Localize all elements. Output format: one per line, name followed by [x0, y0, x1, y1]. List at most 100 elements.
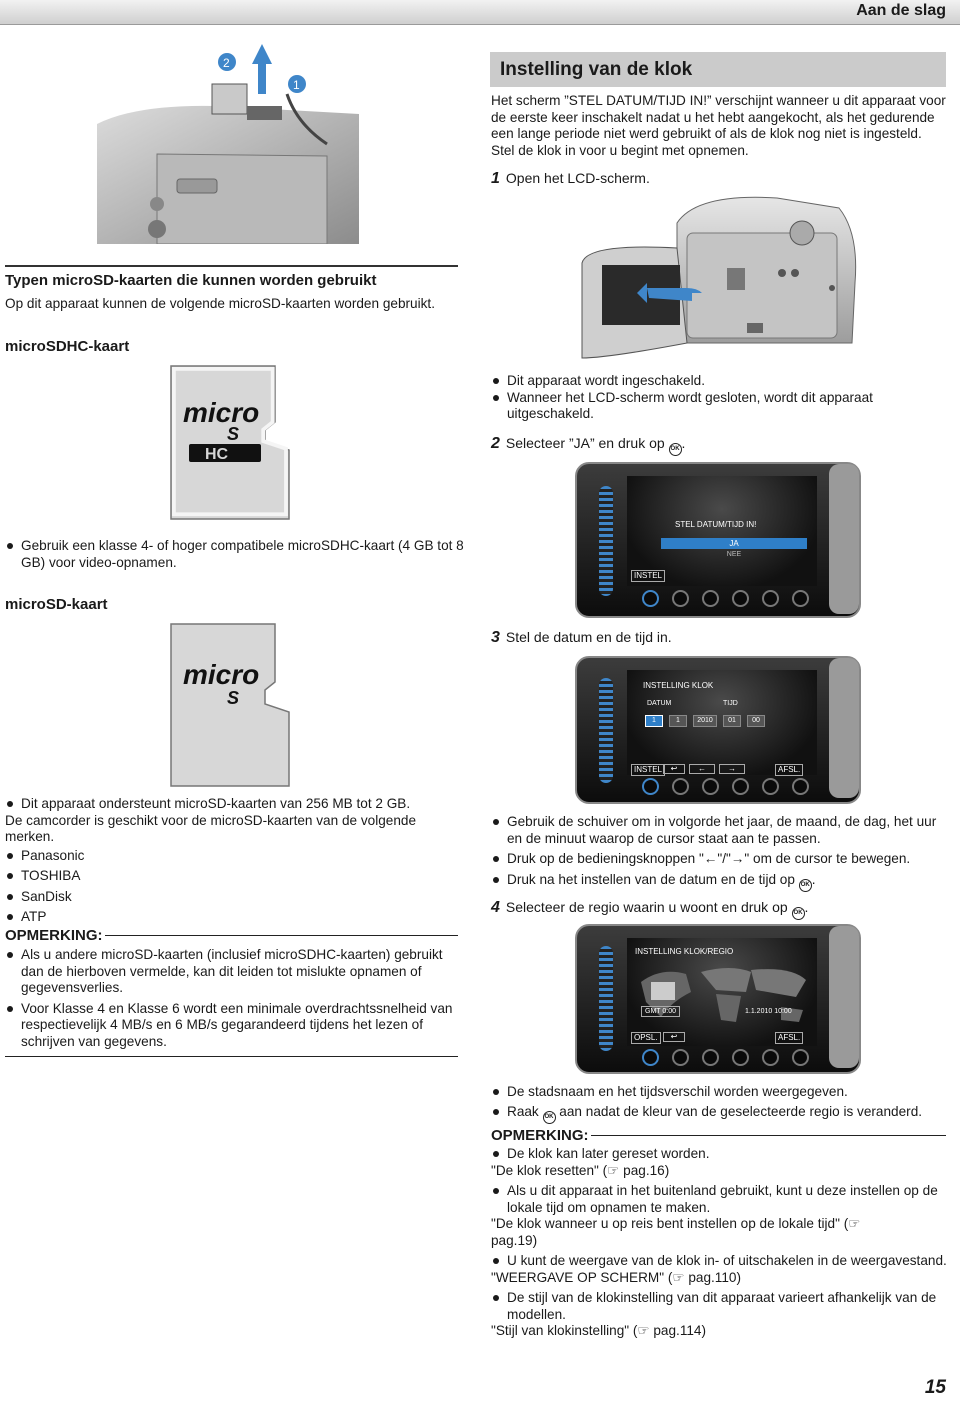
lcd-button[interactable]: [702, 778, 719, 795]
touch-slider-icon: [599, 946, 613, 1051]
brand-item: SanDisk: [5, 889, 460, 906]
microsdhc-bullet: Gebruik een klasse 4- of hoger compatibe…: [5, 538, 465, 571]
bullet-item: De stadsnaam en het tijdsverschil worden…: [491, 1084, 951, 1101]
lcd-button[interactable]: [762, 590, 779, 607]
note-heading: OPMERKING:: [5, 927, 458, 945]
lcd-button[interactable]: [732, 590, 749, 607]
day-field[interactable]: 1: [645, 715, 663, 727]
local-time: 1.1.2010 10:00: [745, 1008, 792, 1015]
microsd-bullet: Dit apparaat ondersteunt microSD-kaarten…: [5, 796, 460, 813]
world-map-icon: [641, 968, 806, 1022]
brand-item: ATP: [5, 909, 460, 926]
ok-button-icon: OK: [798, 878, 812, 892]
lcd-display: INSTELLING KLOK DATUM TIJD 1 1 2010 01 0…: [627, 670, 817, 776]
screen-title: INSTELLING KLOK/REGIO: [635, 947, 734, 956]
svg-text:micro: micro: [183, 397, 259, 428]
month-field[interactable]: 1: [669, 715, 687, 727]
option-ja[interactable]: JA: [661, 538, 807, 549]
menu-button[interactable]: [792, 1049, 809, 1066]
gmt-offset: GMT 0:00: [641, 1006, 681, 1017]
step-text: Selecteer de regio waarin u woont en dru…: [505, 899, 788, 915]
bullet-text: Druk na het instellen van de datum en de…: [507, 871, 795, 887]
step-text: Selecteer ”JA” en druk op: [505, 435, 665, 451]
note-reference-link[interactable]: "De klok wanneer u op reis bent instelle…: [491, 1216, 861, 1248]
bullet-item: Dit apparaat wordt ingeschakeld.: [491, 373, 931, 390]
lcd-display: INSTELLING KLOK/REGIO GMT 0:00 1.1.2010 …: [627, 938, 817, 1046]
step-1-bullets: Dit apparaat wordt ingeschakeld. Wanneer…: [491, 373, 931, 423]
lcd-button[interactable]: [762, 1049, 779, 1066]
lcd-hinge: [829, 926, 859, 1068]
step-text: Open het LCD-scherm.: [505, 170, 650, 186]
note-reference-link[interactable]: "Stijl van klokinstelling" (☞ pag.114): [491, 1323, 707, 1338]
note-bullet: De stijl van de klokinstelling van dit a…: [491, 1290, 951, 1323]
lcd-button[interactable]: [732, 1049, 749, 1066]
note-bullet: Als u dit apparaat in het buitenland geb…: [491, 1183, 951, 1216]
step-number: 2: [491, 435, 500, 452]
ok-button-icon: OK: [542, 1110, 556, 1124]
right-arrow-icon: →: [719, 764, 745, 774]
microsd-types-heading: Typen microSD-kaarten die kunnen worden …: [5, 272, 377, 289]
note-reference-link[interactable]: "WEERGAVE OP SCHERM" (☞ pag.110): [491, 1269, 741, 1285]
bullet-item: Gebruik de schuiver om in volgorde het j…: [491, 814, 951, 847]
microsd-card-icon: micro S: [170, 623, 290, 787]
bullet-item: Druk na het instellen van de datum en de…: [491, 872, 951, 892]
step-3-bullets: Gebruik de schuiver om in volgorde het j…: [491, 814, 951, 892]
lcd-hinge: [829, 658, 859, 798]
note-bullet: Als u andere microSD-kaarten (inclusief …: [5, 947, 460, 997]
lcd-display: STEL DATUM/TIJD IN! JA NEE INSTEL: [627, 476, 817, 586]
step-number: 4: [491, 899, 500, 916]
back-arrow-icon: ↩: [663, 764, 685, 774]
lcd-button[interactable]: [672, 1049, 689, 1066]
lcd-button[interactable]: [672, 778, 689, 795]
ok-button-icon: OK: [791, 907, 805, 920]
page-header: Aan de slag: [0, 0, 960, 25]
time-column-label: TIJD: [723, 700, 738, 707]
svg-text:HC: HC: [205, 446, 229, 463]
menu-button[interactable]: [792, 778, 809, 795]
option-nee[interactable]: NEE: [726, 551, 742, 558]
afsl-label: AFSL.: [775, 764, 804, 776]
ok-button[interactable]: [642, 1049, 659, 1066]
ok-button[interactable]: [642, 590, 659, 607]
lcd-button[interactable]: [672, 590, 689, 607]
lcd-screen-date-prompt: STEL DATUM/TIJD IN! JA NEE INSTEL: [575, 462, 861, 618]
intro-text-2: Stel de klok in voor u begint met opneme…: [491, 142, 749, 158]
lcd-button[interactable]: [762, 778, 779, 795]
back-arrow-icon: ↩: [663, 1032, 685, 1042]
year-field[interactable]: 2010: [693, 715, 717, 727]
microsdhc-heading: microSDHC-kaart: [5, 338, 130, 355]
ok-button[interactable]: [642, 778, 659, 795]
lcd-screen-region-setting: INSTELLING KLOK/REGIO GMT 0:00 1.1.2010 …: [575, 924, 861, 1074]
note-heading: OPMERKING:: [491, 1127, 946, 1145]
microsd-details: Dit apparaat ondersteunt microSD-kaarten…: [5, 796, 460, 1057]
lcd-button[interactable]: [702, 590, 719, 607]
intro-paragraph: Het scherm ”STEL DATUM/TIJD IN!” verschi…: [491, 93, 951, 159]
bullet-item: Raak OK aan nadat de kleur van de gesele…: [491, 1104, 951, 1124]
hour-field[interactable]: 01: [723, 715, 741, 727]
opsl-label: OPSL.: [631, 1032, 661, 1044]
lcd-hinge: [829, 464, 859, 614]
lcd-button[interactable]: [702, 1049, 719, 1066]
camcorder-open-lcd-illustration: [581, 196, 857, 359]
brand-item: Panasonic: [5, 848, 460, 865]
microsdhc-card-icon: micro S HC: [170, 365, 290, 520]
screen-title: INSTELLING KLOK: [643, 681, 714, 690]
section-divider: [5, 265, 458, 267]
bullet-text: aan nadat de kleur van de geselecteerde …: [559, 1103, 923, 1119]
minute-field[interactable]: 00: [747, 715, 765, 727]
note-bullet: Voor Klasse 4 en Klasse 6 wordt een mini…: [5, 1001, 460, 1051]
page-number: 15: [924, 1377, 946, 1398]
section-title: Instelling van de klok: [500, 59, 693, 80]
svg-text:S: S: [227, 424, 239, 444]
step-number: 3: [491, 629, 500, 646]
note-reference-link[interactable]: "De klok resetten" (☞ pag.16): [491, 1162, 670, 1178]
menu-button[interactable]: [792, 590, 809, 607]
svg-text:S: S: [227, 688, 239, 708]
microsd-intro: Op dit apparaat kunnen de volgende micro…: [5, 296, 435, 311]
lcd-button[interactable]: [732, 778, 749, 795]
afsl-label: AFSL.: [775, 1032, 804, 1044]
bullet-item: Druk op de bedieningsknoppen "←"/"→" om …: [491, 851, 951, 868]
brand-item: TOSHIBA: [5, 868, 460, 885]
